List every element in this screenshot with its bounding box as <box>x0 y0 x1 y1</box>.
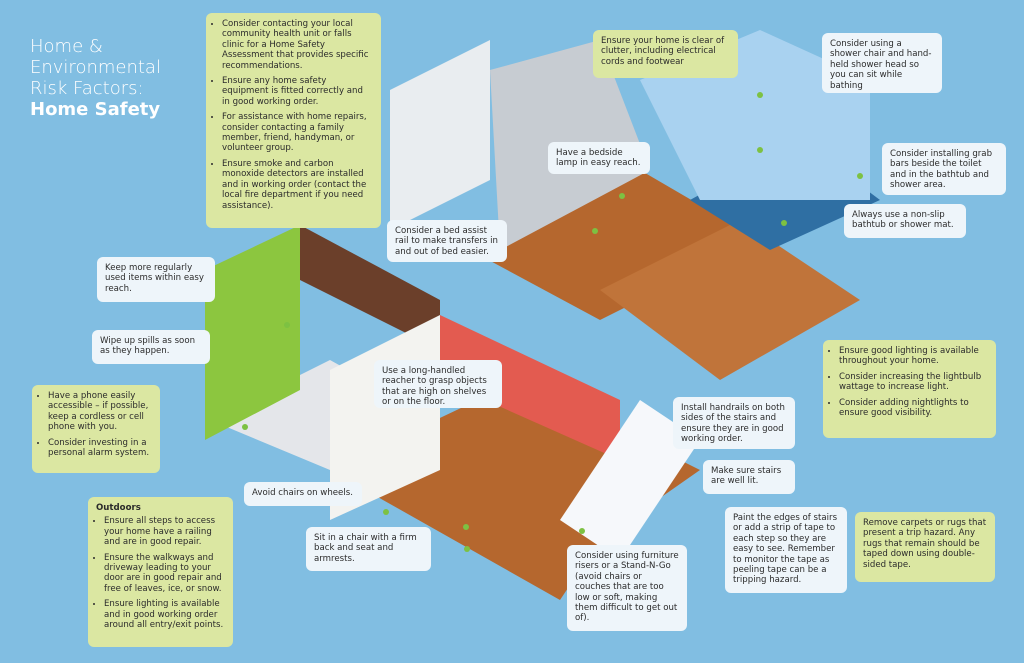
outdoors-heading: Outdoors <box>96 503 141 513</box>
tip-risers: Consider using furniture risers or a Sta… <box>567 545 687 631</box>
tip-wheels: Avoid chairs on wheels. <box>244 482 362 506</box>
tip-bedside-lamp: Have a bedside lamp in easy reach. <box>548 142 650 174</box>
tip-phone: Have a phone easily accessible – if poss… <box>32 385 160 473</box>
tip-stairs-lit: Make sure stairs are well lit. <box>703 460 795 494</box>
tip-item: Ensure any home safety equipment is fitt… <box>222 76 373 107</box>
page-title: Home & Environmental Risk Factors: Home … <box>30 36 161 120</box>
tip-item: Ensure all steps to access your home hav… <box>104 516 225 547</box>
tip-general: Consider contacting your local community… <box>206 13 381 228</box>
tip-item: Ensure lighting is available and in good… <box>104 599 225 630</box>
markers <box>242 92 863 552</box>
tip-item: Consider adding nightlights to ensure go… <box>839 398 988 419</box>
tip-item: Consider contacting your local community… <box>222 19 373 71</box>
tip-firm-chair: Sit in a chair with a firm back and seat… <box>306 527 431 571</box>
tip-item: Have a phone easily accessible – if poss… <box>48 391 152 433</box>
red-wall <box>440 315 620 460</box>
tip-outdoors: Outdoors Ensure all steps to access your… <box>88 497 233 647</box>
title-emphasis: Home Safety <box>30 99 161 120</box>
kitchen-green-wall <box>205 225 300 440</box>
title-line: Home & <box>30 36 103 57</box>
tip-bed-rail: Consider a bed assist rail to make trans… <box>387 220 507 262</box>
tip-paint-edges: Paint the edges of stairs or add a strip… <box>725 507 847 593</box>
bedroom-floor <box>470 170 760 320</box>
tip-item: Ensure the walkways and driveway leading… <box>104 553 225 595</box>
tip-item: Consider increasing the lightbulb wattag… <box>839 372 988 393</box>
tip-carpets: Remove carpets or rugs that present a tr… <box>855 512 995 582</box>
stairs <box>560 400 700 560</box>
kitchen-brick-wall <box>300 225 440 350</box>
tip-item: Ensure smoke and carbon monoxide detecto… <box>222 159 373 211</box>
tip-item: Ensure good lighting is available throug… <box>839 346 988 367</box>
tip-spills: Wipe up spills as soon as they happen. <box>92 330 210 364</box>
tip-non-slip: Always use a non-slip bathtub or shower … <box>844 204 966 238</box>
title-line: Risk Factors: <box>30 78 144 99</box>
tip-clutter: Ensure your home is clear of clutter, in… <box>593 30 738 78</box>
tip-lighting: Ensure good lighting is available throug… <box>823 340 996 438</box>
tip-shower-chair: Consider using a shower chair and hand-h… <box>822 33 942 93</box>
office-floor <box>600 220 860 380</box>
tip-item: Consider investing in a personal alarm s… <box>48 438 152 459</box>
tip-reacher: Use a long-handled reacher to grasp obje… <box>374 360 502 408</box>
tip-grab-bars: Consider installing grab bars beside the… <box>882 143 1006 195</box>
tip-item: For assistance with home repairs, consid… <box>222 112 373 154</box>
title-line: Environmental <box>30 57 161 78</box>
closet-wall <box>390 40 490 230</box>
tip-reach: Keep more regularly used items within ea… <box>97 257 215 302</box>
tip-handrails: Install handrails on both sides of the s… <box>673 397 795 449</box>
